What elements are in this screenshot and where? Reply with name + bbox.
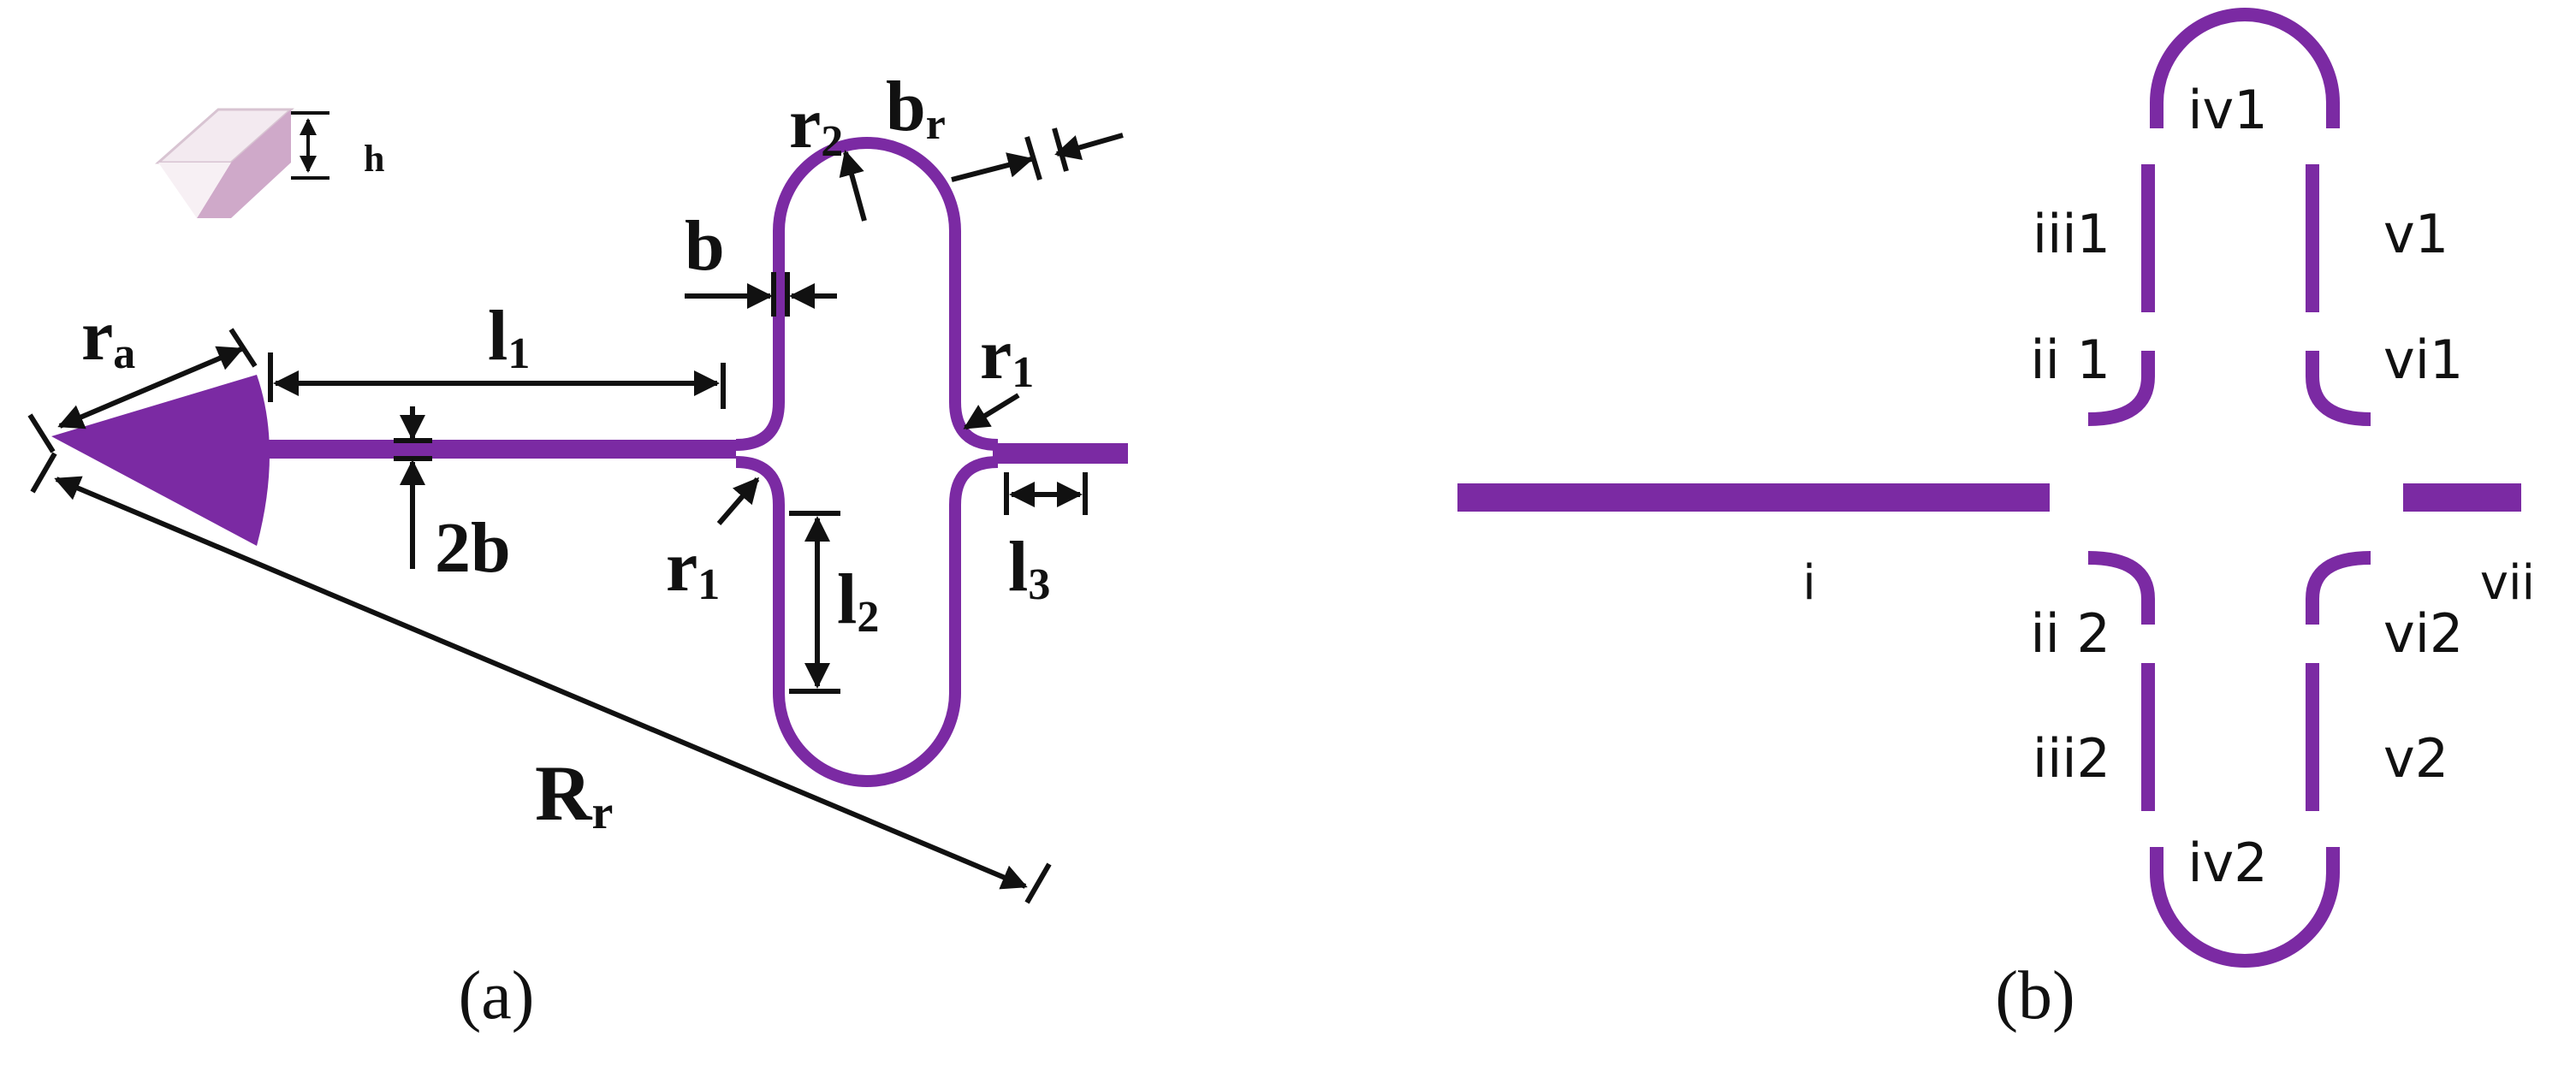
segment-ii2 — [2087, 551, 2155, 625]
output-line — [993, 443, 1128, 464]
segment-vii — [2403, 483, 2521, 512]
segment-ii1-label: ii 1 — [2030, 329, 2110, 391]
l2-label: l2 — [837, 560, 879, 642]
br-dimension — [951, 127, 1124, 182]
l1-label: l1 — [488, 296, 530, 378]
segment-iv1 — [2150, 8, 2340, 128]
segment-i-label: i — [1802, 555, 1816, 611]
segment-iii2-label: iii2 — [2033, 727, 2110, 790]
h-dimension — [291, 111, 329, 180]
segment-vi1 — [2306, 351, 2371, 426]
rr-dimension — [30, 452, 1052, 904]
b-dimension — [685, 272, 837, 317]
segment-iv2 — [2150, 847, 2340, 968]
ra-label: ra — [81, 296, 135, 378]
r2-arrow — [839, 150, 867, 222]
l2-dimension — [789, 511, 840, 694]
ra-dimension — [27, 328, 258, 453]
l1-dimension — [268, 352, 726, 409]
two-b-label: 2b — [435, 508, 511, 588]
segment-vi1-label: vi1 — [2383, 329, 2463, 391]
segment-vi2-label: vi2 — [2383, 602, 2463, 665]
r1-bottom-label: r1 — [666, 527, 720, 609]
caption-b: (b) — [1995, 958, 2074, 1033]
panel-a: h ra l1 2b — [27, 67, 1128, 1033]
segment-iii1-label: iii1 — [2033, 203, 2110, 265]
r1-bottom-arrow — [716, 477, 760, 525]
segment-iv1-label: iv1 — [2187, 79, 2267, 141]
r2-label: r2 — [789, 84, 843, 166]
r1-top-label: r1 — [980, 315, 1034, 397]
h-label: h — [364, 138, 384, 180]
l3-dimension — [1004, 472, 1088, 515]
panel-b: i vii iv1 iii1 v1 ii 1 vi1 ii 2 vi2 iii2… — [1457, 8, 2535, 1033]
ring-segments — [2087, 8, 2371, 968]
segment-ii2-label: ii 2 — [2030, 602, 2110, 665]
segment-vi2 — [2306, 551, 2371, 625]
b-label: b — [685, 206, 725, 286]
segment-ii1 — [2087, 351, 2155, 426]
ring-resonator — [735, 137, 999, 787]
segment-vii-label: vii — [2480, 555, 2535, 611]
segment-iv2-label: iv2 — [2187, 832, 2267, 894]
br-label: br — [886, 67, 946, 149]
l3-label: l3 — [1008, 527, 1050, 609]
two-b-dimension — [394, 406, 432, 569]
segment-v2-label: v2 — [2383, 727, 2448, 790]
segment-i — [1457, 483, 2050, 512]
rr-label: Rr — [535, 749, 613, 839]
caption-a: (a) — [459, 958, 535, 1033]
r1-top-arrow — [963, 393, 1020, 430]
feed-line — [257, 440, 736, 459]
height-prism-icon — [155, 108, 294, 218]
segment-v1-label: v1 — [2383, 203, 2448, 265]
